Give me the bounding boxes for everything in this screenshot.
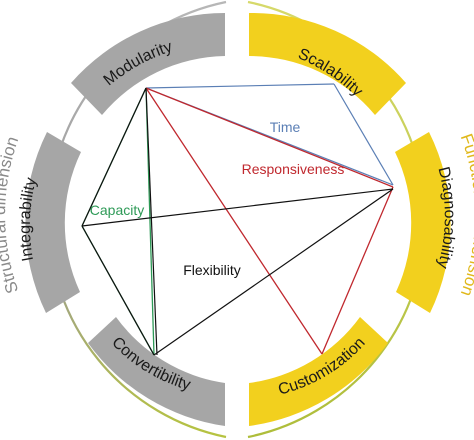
- relation-label-capacity: Capacity: [90, 202, 144, 218]
- segment-customization: [249, 317, 388, 426]
- segment-integrability: [25, 132, 81, 313]
- relation-label-responsiveness: Responsiveness: [242, 161, 345, 177]
- segment-diagnosability: [395, 132, 451, 313]
- functional-dimension-label: Functional dimension: [457, 131, 474, 299]
- relation-label-time: Time: [270, 119, 301, 135]
- segment-convertibility: [88, 317, 225, 426]
- relation-label-flexibility: Flexibility: [183, 262, 241, 278]
- flexibility-relation-lines: [81, 87, 394, 356]
- segment-modularity: [71, 13, 225, 115]
- responsiveness-relation-lines: [145, 87, 394, 355]
- segment-scalability: [249, 12, 406, 115]
- segment-label-integrability: Integrability: [17, 176, 40, 263]
